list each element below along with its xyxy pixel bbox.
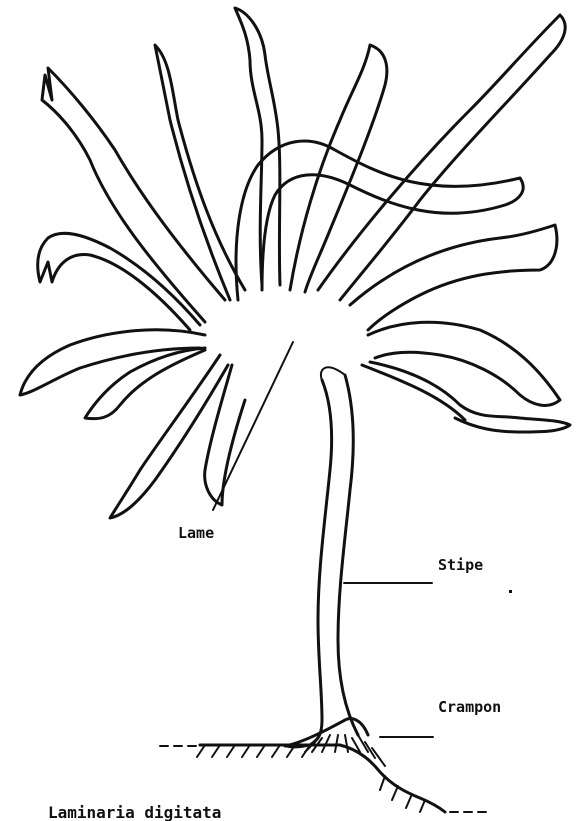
label-crampon: Crampon	[438, 698, 501, 716]
label-stipe: Stipe	[438, 556, 483, 574]
blade-right-lower	[368, 322, 560, 405]
substrate	[160, 745, 486, 812]
blade-right-upper	[350, 225, 557, 330]
substrate-hatch	[197, 745, 425, 812]
caption: Laminaria digitata	[48, 803, 221, 821]
frond-blades	[20, 8, 570, 518]
blade-left-curl	[38, 233, 200, 330]
blade-left-top	[42, 68, 225, 322]
stipe-shape	[310, 367, 358, 745]
blade-far-right	[318, 15, 565, 300]
stipe-top-join	[321, 367, 345, 380]
stipe-right-edge	[338, 375, 358, 735]
stray-mark	[509, 590, 512, 593]
blade-left-tall	[155, 45, 245, 300]
blade-right-down	[362, 365, 465, 420]
label-lame: Lame	[178, 524, 214, 542]
blade-left-down	[85, 348, 205, 419]
stipe-left-edge	[310, 380, 332, 745]
leader-line-lame	[213, 342, 293, 510]
blade-center-tall	[235, 8, 280, 285]
holdfast	[285, 719, 385, 766]
